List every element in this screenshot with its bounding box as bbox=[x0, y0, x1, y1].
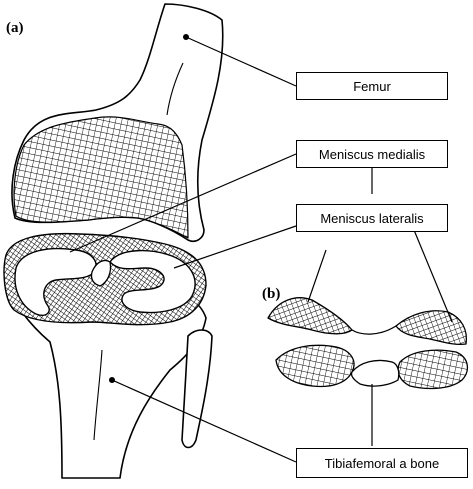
femur-drawing bbox=[11, 3, 224, 243]
panel-b-meniscus-left bbox=[267, 297, 353, 335]
femur-articular-surface bbox=[13, 116, 189, 239]
leader-lines bbox=[69, 36, 453, 463]
panel-b-tibia-left bbox=[275, 344, 355, 388]
meniscus-medialis-label: Meniscus medialis bbox=[296, 140, 448, 168]
panel-b-tibia-center bbox=[350, 359, 400, 387]
intercondylar-eminence bbox=[90, 259, 112, 287]
leader-dots bbox=[109, 34, 189, 383]
leader-meniscus-lateralis-b1 bbox=[307, 249, 327, 303]
leader-meniscus-medialis bbox=[69, 153, 297, 253]
dot-femur bbox=[183, 34, 189, 40]
meniscus-lateralis-label: Meniscus lateralis bbox=[296, 204, 448, 232]
panel-b-meniscus-right bbox=[395, 310, 468, 346]
dot-tibia bbox=[109, 377, 115, 383]
femur-shaft-line bbox=[166, 62, 184, 116]
meniscus-lateralis-shape bbox=[109, 249, 196, 314]
leader-femur bbox=[185, 36, 297, 87]
leader-tibiafemoral-a bbox=[111, 379, 297, 463]
panel-b-tibia-right bbox=[397, 349, 468, 390]
leader-meniscus-lateralis-b2 bbox=[413, 229, 453, 323]
panel-b-connector bbox=[351, 325, 397, 335]
panel-b-drawing bbox=[267, 297, 468, 390]
femur-label: Femur bbox=[296, 72, 448, 100]
leader-meniscus-lateralis-a bbox=[173, 225, 297, 269]
fibula bbox=[181, 329, 213, 449]
panel-b-tag: (b) bbox=[262, 286, 281, 302]
tibia-shaft-line bbox=[93, 349, 103, 441]
tibiafemoral-label: Tibiafemoral a bone bbox=[296, 448, 468, 478]
tibia-drawing bbox=[3, 232, 213, 479]
panel-a-tag: (a) bbox=[6, 20, 24, 36]
